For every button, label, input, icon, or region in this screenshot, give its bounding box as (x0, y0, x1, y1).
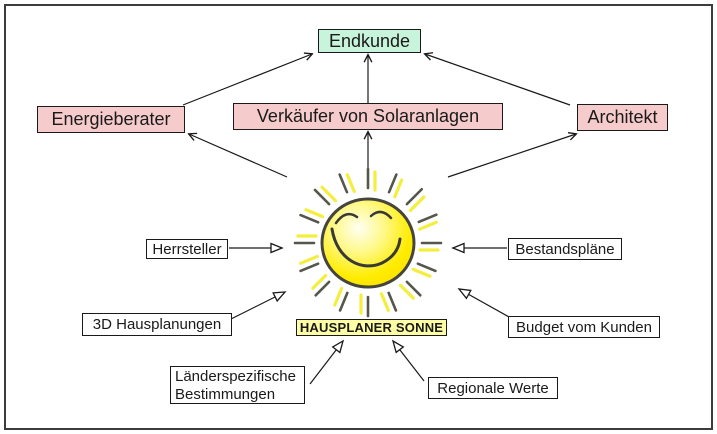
node-3d-hausplanungen-label: 3D Hausplanungen (92, 316, 222, 333)
node-laenderspezifische-bestimmungen: Länderspezifische Bestimmungen (170, 366, 305, 404)
node-endkunde: Endkunde (318, 29, 421, 53)
sun-left-eye (334, 212, 359, 225)
edges-into-sun (229, 248, 510, 385)
node-energieberater: Energieberater (37, 106, 185, 133)
node-endkunde-label: Endkunde (328, 30, 411, 51)
node-hausplaner-sonne: HAUSPLANER SONNE (296, 319, 447, 336)
edges-to-endkunde (182, 54, 571, 106)
node-budget-vom-kunden-label: Budget vom Kunden (516, 318, 652, 336)
node-regionale-werte-label: Regionale Werte (437, 379, 549, 397)
node-architekt: Architekt (577, 104, 668, 131)
node-regionale-werte: Regionale Werte (428, 377, 558, 399)
node-bestandsplaene-label: Bestandspläne (515, 240, 615, 258)
sun-right-eye (369, 210, 393, 220)
edges-sun-to-roles (189, 132, 576, 178)
node-verkaeufer-label: Verkäufer von Solaranlagen (256, 106, 480, 126)
sun-icon (320, 197, 416, 289)
node-bestandsplaene: Bestandspläne (508, 238, 622, 260)
node-laenderspezifische-label: Länderspezifische Bestimmungen (175, 368, 296, 403)
node-herrsteller-label: Herrsteller (152, 240, 222, 258)
node-3d-hausplanungen: 3D Hausplanungen (82, 313, 232, 336)
node-hausplaner-sonne-label: HAUSPLANER SONNE (299, 320, 444, 335)
node-budget-vom-kunden: Budget vom Kunden (508, 316, 660, 338)
sun-rays (293, 167, 443, 318)
node-herrsteller: Herrsteller (146, 239, 228, 259)
sun-smile (330, 227, 402, 268)
node-architekt-label: Architekt (587, 107, 658, 127)
node-energieberater-label: Energieberater (51, 109, 171, 129)
node-verkaeufer-von-solaranlagen: Verkäufer von Solaranlagen (233, 103, 503, 130)
